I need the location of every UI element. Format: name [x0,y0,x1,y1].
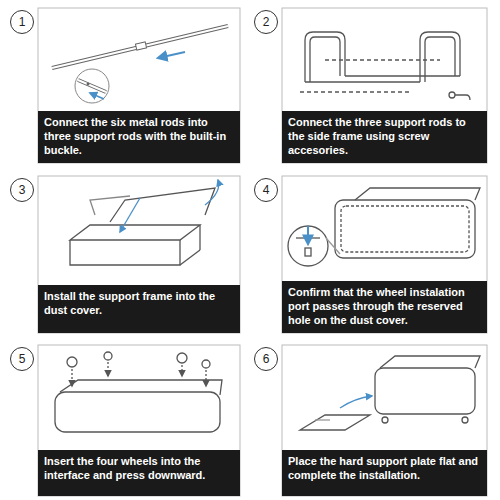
panel-frames [38,8,487,496]
caption-band: Connect the three support rods to the si… [282,111,487,163]
step-number: 5 [10,347,34,371]
step-number-text: 3 [19,184,26,196]
step-number: 4 [254,178,278,202]
step-number: 3 [10,178,34,202]
caption-text: Insert the four wheels into the interfac… [44,455,234,483]
port-illustration [288,188,480,266]
step-number-text: 2 [263,16,270,28]
step-number-text: 6 [263,353,270,365]
step-number: 6 [254,347,278,371]
step-number: 2 [254,10,278,34]
frame-illustration [300,32,470,100]
caption-text: Connect the three support rods to the si… [288,116,481,157]
step-number-text: 4 [263,184,270,196]
caption-band: Insert the four wheels into the interfac… [38,450,240,496]
rod-illustration [52,26,228,103]
caption-band: Install the support frame into the dust … [38,285,240,333]
step-number: 1 [10,10,34,34]
caption-text: Place the hard support plate flat and co… [288,455,481,483]
caption-text: Install the support frame into the dust … [44,290,234,318]
wheel-illustration [55,352,222,432]
caption-text: Connect the six metal rods into three su… [44,116,234,157]
caption-band: Place the hard support plate flat and co… [282,450,487,496]
plate-illustration [300,356,480,430]
cover-illustration [70,180,219,265]
caption-text: Confirm that the wheel instalation port … [288,286,481,327]
caption-band: Confirm that the wheel instalation port … [282,281,487,333]
step-number-text: 5 [19,353,26,365]
caption-band: Connect the six metal rods into three su… [38,111,240,163]
step-number-text: 1 [19,16,26,28]
